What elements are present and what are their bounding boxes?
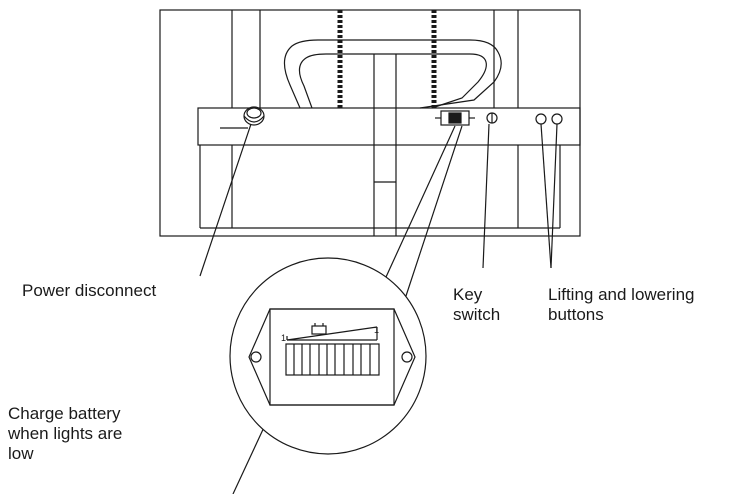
gauge-detail [248,308,416,406]
leader-lines [199,123,558,494]
gauge-low-mark: 1 [281,333,286,343]
lifting-lowering-label: Lifting and lowering buttons [548,285,695,324]
magnifier-circle [229,257,427,455]
handle [283,39,502,236]
truck-body [159,9,581,237]
battery-gauge-small [435,110,475,126]
key-switch-icon [486,112,498,124]
lift-lower-buttons [535,113,563,125]
key-switch-label: Key switch [453,285,501,324]
charge-battery-label: Charge battery when lights are low [8,404,123,463]
control-panel [197,107,581,146]
power-disconnect-label: Power disconnect [22,281,157,300]
power-disconnect-knob [243,106,265,126]
gauge-high-mark: 1 [374,325,379,335]
